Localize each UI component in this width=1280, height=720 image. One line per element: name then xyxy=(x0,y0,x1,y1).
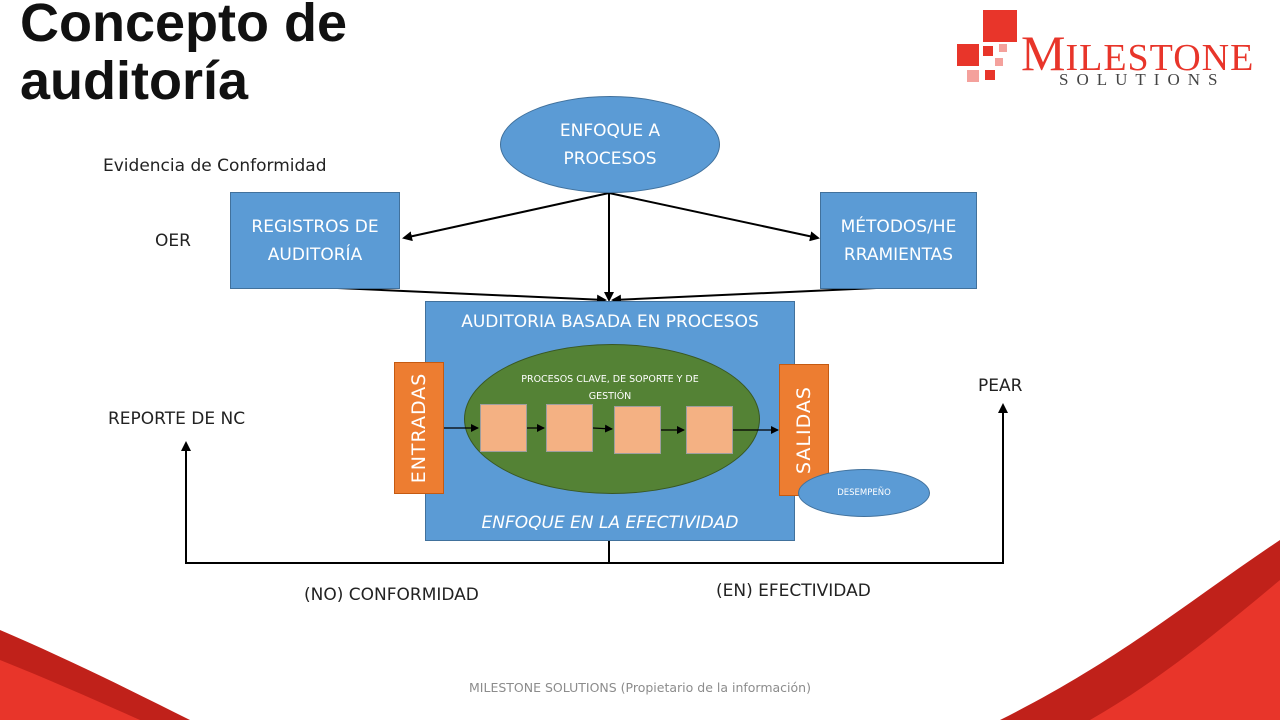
slide-title: Concepto de auditoría xyxy=(20,0,347,110)
entradas-bar: ENTRADAS xyxy=(394,362,444,494)
company-logo: MILESTONE SOLUTIONS xyxy=(955,8,1265,89)
no-conformidad-label: (NO) CONFORMIDAD xyxy=(304,585,479,605)
arrow-to-metodos xyxy=(608,192,820,242)
entradas-label: ENTRADAS xyxy=(408,372,430,484)
arrow-to-registros xyxy=(402,192,610,242)
metodos-box: MÉTODOS/HE RRAMIENTAS xyxy=(820,192,977,289)
procesos-clave-label: PROCESOS CLAVE, DE SOPORTE Y DE GESTIÓN xyxy=(521,374,699,402)
logo-name-initial: M xyxy=(1021,25,1066,81)
arrow-to-pear xyxy=(609,403,1008,564)
salidas-label: SALIDAS xyxy=(793,386,815,474)
logo-mark-icon xyxy=(957,10,1017,82)
desempeno-label: DESEMPEÑO xyxy=(837,488,891,498)
enfoque-procesos-node: ENFOQUE A PROCESOS xyxy=(500,96,720,193)
en-efectividad-label: (EN) EFECTIVIDAD xyxy=(716,581,871,601)
process-step-4 xyxy=(686,406,733,454)
slide-footer: MILESTONE SOLUTIONS (Propietario de la i… xyxy=(469,680,811,695)
reporte-nc-label: REPORTE DE NC xyxy=(108,409,246,429)
slide-title-line-1: Concepto de xyxy=(20,0,348,53)
enfoque-procesos-label: ENFOQUE A PROCESOS xyxy=(559,120,661,169)
evidencia-label: Evidencia de Conformidad xyxy=(103,156,327,176)
arrow-to-reporte-nc xyxy=(181,441,610,564)
metodos-label: MÉTODOS/HE RRAMIENTAS xyxy=(840,216,957,265)
process-step-3 xyxy=(614,406,661,454)
process-step-1 xyxy=(480,404,527,452)
oer-label: OER xyxy=(155,231,191,251)
pear-label: PEAR xyxy=(978,376,1023,396)
logo-tagline: SOLUTIONS xyxy=(1059,70,1226,89)
arrow-registros-to-auditoria xyxy=(314,286,607,305)
logo-name-rest: ILESTONE xyxy=(1065,37,1255,79)
desempeno-node: DESEMPEÑO xyxy=(798,469,930,517)
auditoria-title: AUDITORIA BASADA EN PROCESOS xyxy=(461,312,759,332)
registros-box: REGISTROS DE AUDITORÍA xyxy=(230,192,400,289)
slide-title-line-2: auditoría xyxy=(20,51,249,111)
arrow-metodos-to-auditoria xyxy=(611,286,899,305)
enfoque-efectividad-label: ENFOQUE EN LA EFECTIVIDAD xyxy=(481,513,739,533)
process-step-2 xyxy=(546,404,593,452)
registros-label: REGISTROS DE AUDITORÍA xyxy=(251,216,379,265)
